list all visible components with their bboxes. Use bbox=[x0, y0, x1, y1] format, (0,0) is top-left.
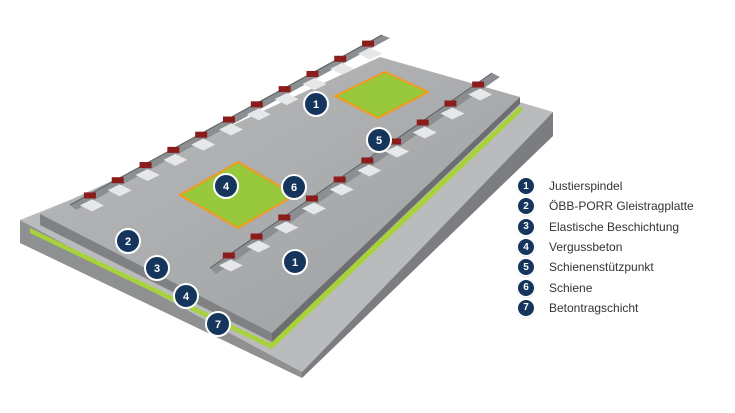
fastening-clip bbox=[195, 131, 208, 138]
fastening-clip bbox=[334, 55, 347, 62]
number-badge: 3 bbox=[518, 218, 534, 235]
marker-grout-concrete-edge: 4 bbox=[173, 283, 199, 309]
grout-window-right bbox=[332, 70, 431, 120]
support-pad bbox=[440, 107, 465, 120]
support-pad bbox=[191, 138, 216, 151]
legend-item-elastic-coating: 3 Elastische Beschichtung bbox=[518, 217, 728, 237]
fastening-clip bbox=[278, 214, 291, 221]
support-pad bbox=[163, 153, 188, 166]
support-pad bbox=[135, 169, 160, 182]
number-badge: 6 bbox=[518, 279, 534, 296]
elastic-coating-layer bbox=[30, 106, 523, 349]
marker-elastic-coating: 3 bbox=[144, 255, 170, 281]
support-pad bbox=[246, 240, 271, 253]
legend-label: ÖBB-PORR Gleistragplatte bbox=[549, 199, 694, 214]
svg-text:4: 4 bbox=[183, 291, 190, 303]
support-pad bbox=[302, 77, 327, 90]
support-pad bbox=[330, 62, 355, 75]
svg-text:5: 5 bbox=[376, 135, 382, 147]
fastening-clip bbox=[250, 233, 263, 240]
svg-text:2: 2 bbox=[125, 236, 131, 248]
legend-item-grout-concrete: 4 Vergussbeton bbox=[518, 237, 728, 257]
support-pad bbox=[329, 183, 354, 196]
svg-text:3: 3 bbox=[154, 263, 160, 275]
svg-text:1: 1 bbox=[292, 257, 298, 269]
fastening-clip bbox=[472, 81, 485, 88]
fastening-clip bbox=[139, 162, 152, 169]
legend-label: Elastische Beschichtung bbox=[549, 219, 680, 234]
legend-label: Schiene bbox=[549, 280, 593, 295]
number-badge: 2 bbox=[518, 198, 534, 215]
support-pad bbox=[107, 184, 132, 197]
support-pad bbox=[274, 93, 299, 106]
support-pad bbox=[468, 88, 493, 101]
legend-label: Betontragschicht bbox=[549, 300, 639, 315]
number-badge: 4 bbox=[518, 239, 534, 256]
fastening-clip bbox=[416, 119, 429, 126]
legend-item-track-slab: 2 ÖBB-PORR Gleistragplatte bbox=[518, 196, 728, 216]
support-pad bbox=[219, 123, 243, 136]
fastening-clip bbox=[389, 138, 402, 145]
support-pad bbox=[412, 126, 437, 139]
fastening-clip bbox=[223, 116, 235, 123]
number-badge: 5 bbox=[518, 259, 534, 276]
fastening-clip bbox=[278, 86, 291, 93]
fastening-clip bbox=[362, 40, 375, 47]
marker-rail: 6 bbox=[281, 174, 307, 200]
rail-fastenings-back bbox=[79, 40, 383, 212]
number-badge: 7 bbox=[518, 299, 534, 316]
support-pad bbox=[274, 221, 299, 234]
fastening-clip bbox=[306, 70, 319, 77]
fastening-clip bbox=[167, 146, 180, 153]
legend-label: Justierspindel bbox=[549, 179, 623, 194]
support-pad bbox=[79, 199, 104, 212]
fastening-clip bbox=[250, 101, 263, 108]
support-pad bbox=[357, 164, 382, 177]
legend-item-base-layer: 7 Betontragschicht bbox=[518, 298, 728, 318]
legend-item-adjusting-spindle: 1 Justierspindel bbox=[518, 176, 728, 196]
legend-label: Schienenstützpunkt bbox=[549, 260, 654, 275]
fastening-clip bbox=[111, 177, 124, 184]
svg-text:1: 1 bbox=[313, 99, 319, 111]
marker-grout-concrete-top: 4 bbox=[213, 173, 239, 199]
svg-text:7: 7 bbox=[215, 319, 221, 331]
svg-text:4: 4 bbox=[223, 181, 230, 193]
marker-base-layer: 7 bbox=[205, 311, 231, 337]
legend-item-rail-support-point: 5 Schienenstützpunkt bbox=[518, 257, 728, 277]
support-pad bbox=[385, 145, 410, 158]
support-pad bbox=[358, 47, 383, 60]
support-pad bbox=[246, 108, 271, 121]
marker-rail-support-point: 5 bbox=[366, 127, 392, 153]
marker-adjusting-spindle-1: 1 bbox=[303, 91, 329, 117]
fastening-clip bbox=[444, 100, 457, 107]
rail-fastenings-front bbox=[218, 81, 493, 272]
legend-item-rail: 6 Schiene bbox=[518, 277, 728, 297]
fastening-clip bbox=[361, 157, 374, 164]
svg-text:6: 6 bbox=[291, 182, 297, 194]
support-pad bbox=[301, 202, 326, 215]
fastening-clip bbox=[333, 176, 346, 183]
fastening-clip bbox=[222, 252, 235, 259]
marker-track-slab: 2 bbox=[115, 228, 141, 254]
fastening-clip bbox=[305, 195, 318, 202]
number-badge: 1 bbox=[518, 178, 534, 195]
support-pad bbox=[218, 259, 243, 272]
legend: 1 Justierspindel 2 ÖBB-PORR Gleistragpla… bbox=[518, 176, 728, 318]
legend-label: Vergussbeton bbox=[549, 240, 623, 255]
marker-adjusting-spindle-2: 1 bbox=[282, 249, 308, 275]
fastening-clip bbox=[83, 192, 96, 199]
